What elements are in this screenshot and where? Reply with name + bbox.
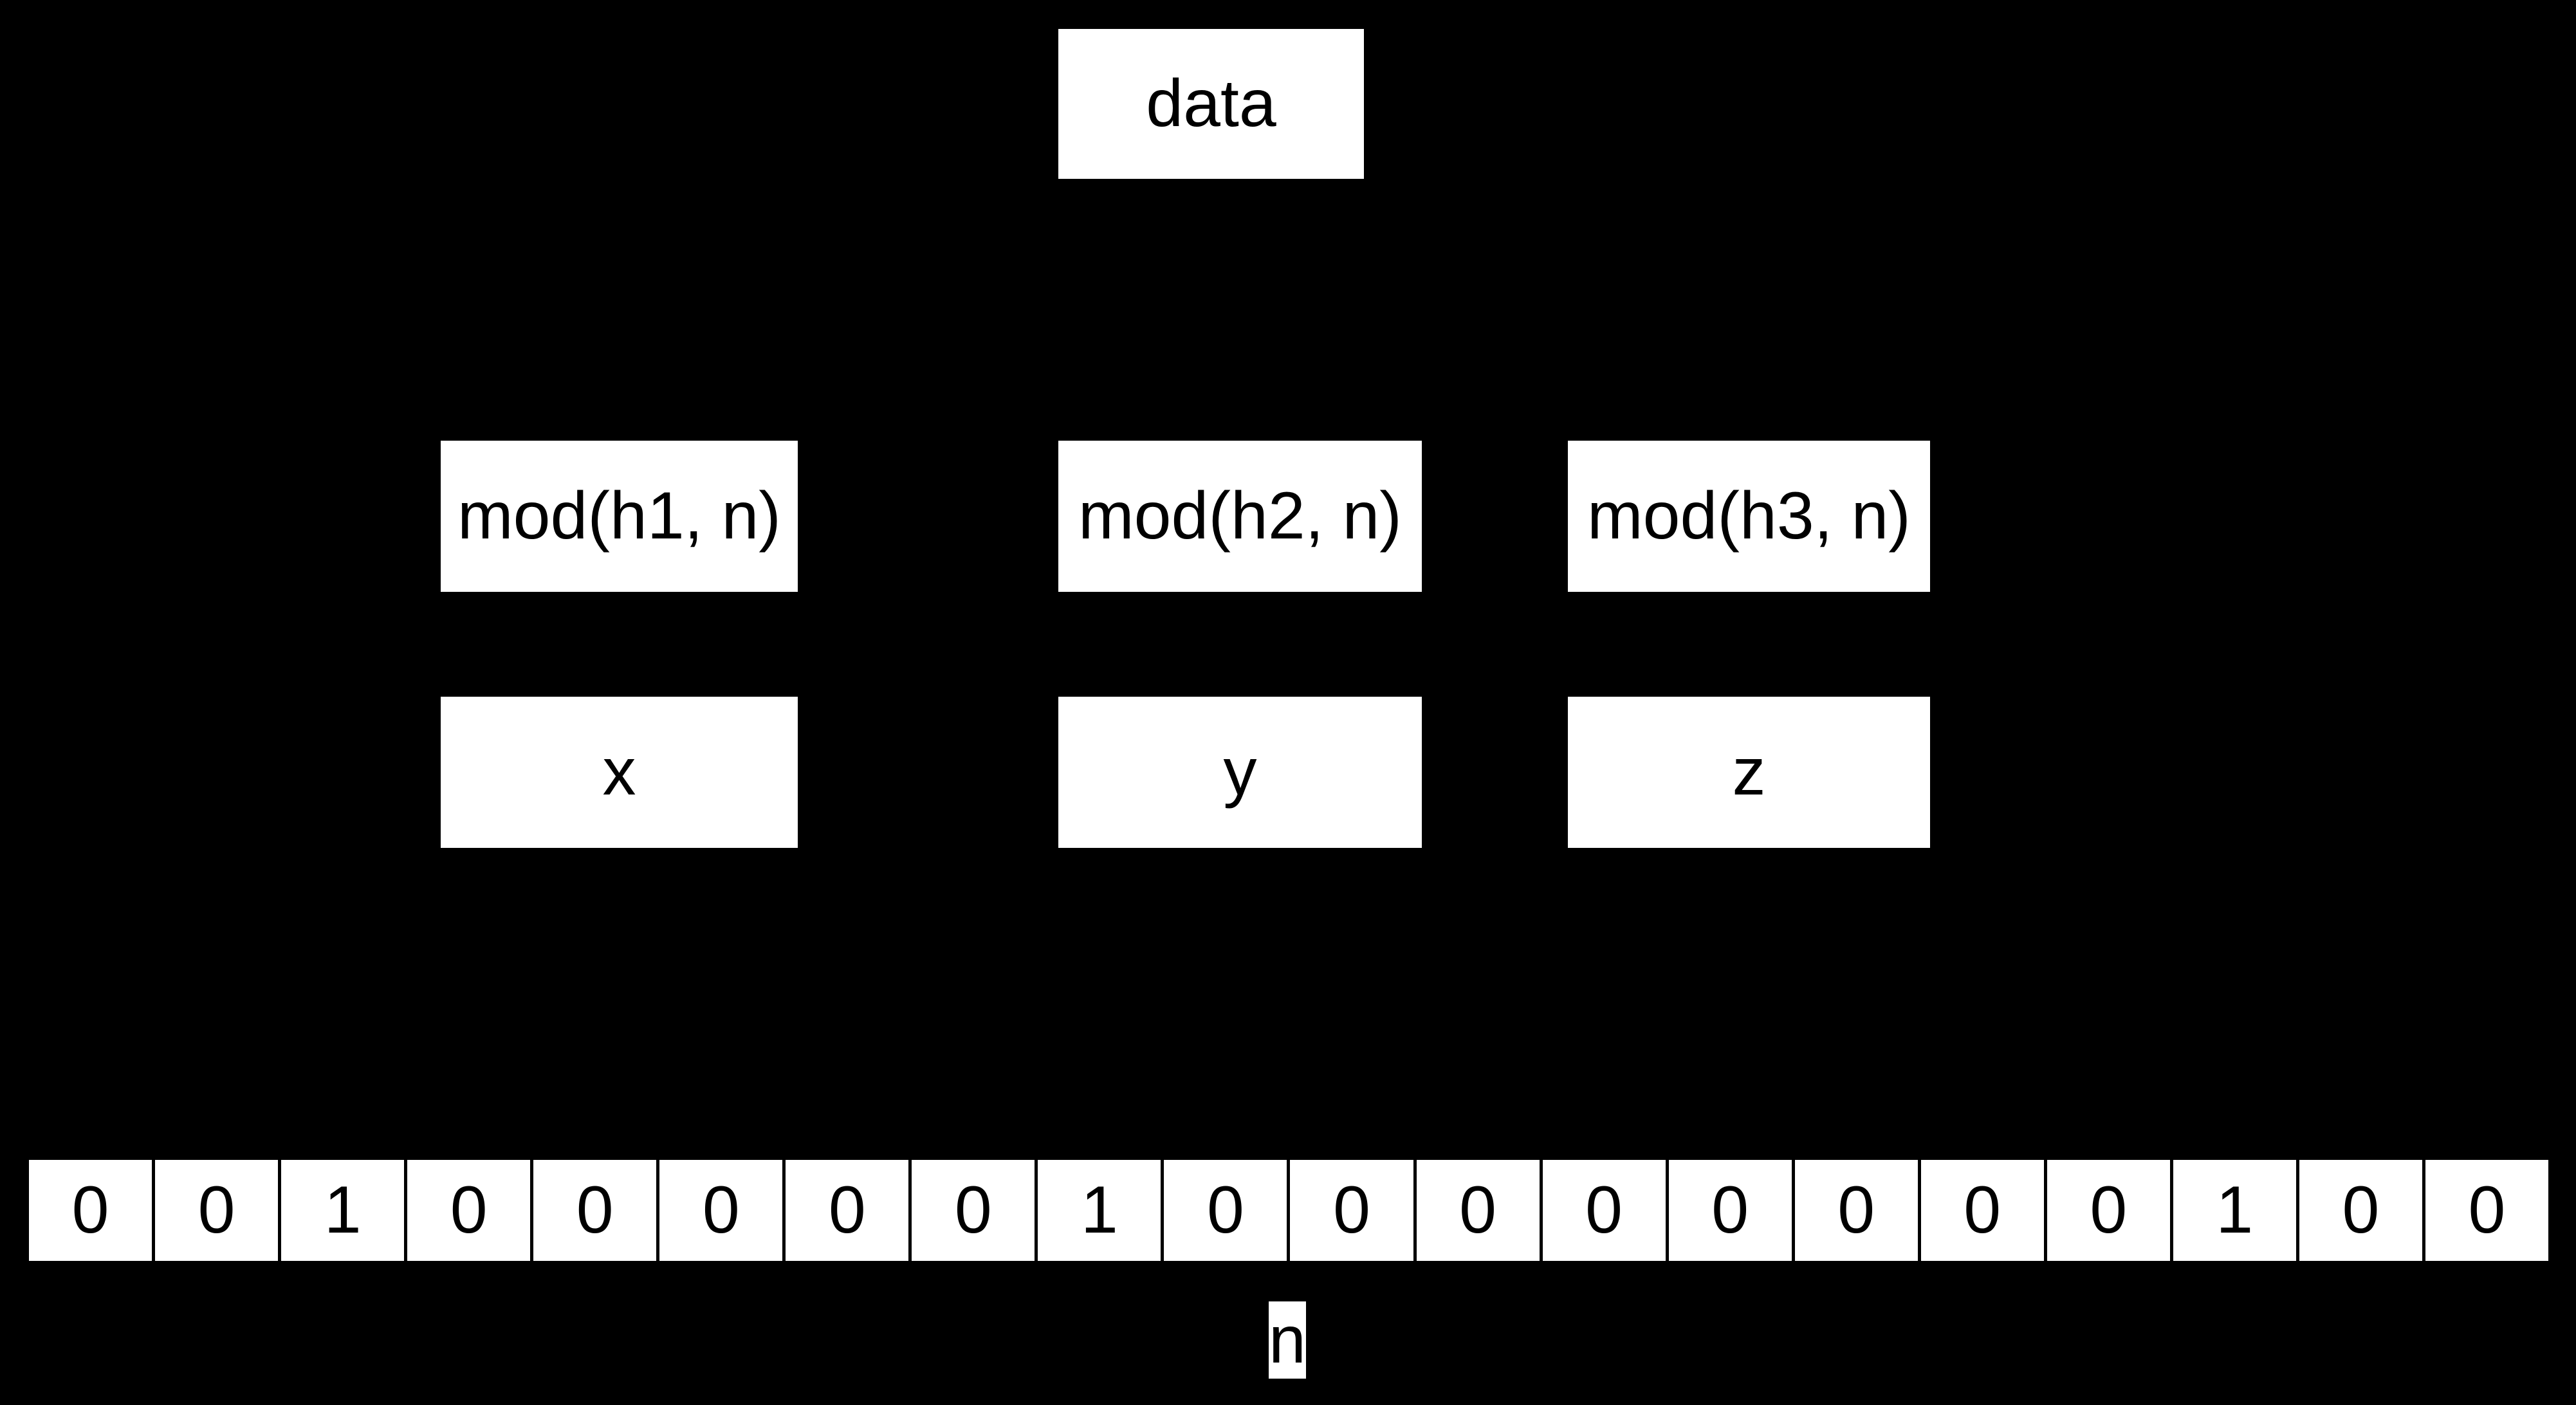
node-y: y: [1058, 697, 1422, 848]
node-mod-h3: mod(h3, n): [1568, 441, 1930, 592]
bit-cell: 1: [1038, 1160, 1161, 1261]
bit-cell: 1: [2173, 1160, 2296, 1261]
node-z: z: [1568, 697, 1930, 848]
node-mod-h2: mod(h2, n): [1058, 441, 1422, 592]
node-x: x: [441, 697, 798, 848]
bit-cell: 1: [281, 1160, 405, 1261]
bit-cell: 0: [659, 1160, 783, 1261]
bit-cell: 0: [1668, 1160, 1792, 1261]
bit-cell: 0: [2047, 1160, 2170, 1261]
bit-cell: 0: [29, 1160, 152, 1261]
bit-cell: 0: [533, 1160, 657, 1261]
bit-cell: 0: [1416, 1160, 1540, 1261]
node-data: data: [1058, 29, 1364, 179]
bit-cell: 0: [407, 1160, 531, 1261]
bit-cell: 0: [155, 1160, 279, 1261]
array-size-label: n: [1269, 1301, 1306, 1379]
bit-cell: 0: [1794, 1160, 1918, 1261]
bit-cell: 0: [786, 1160, 909, 1261]
bit-cell: 0: [1542, 1160, 1666, 1261]
bit-cell: 0: [2425, 1160, 2548, 1261]
bit-array: 0 0 1 0 0 0 0 0 1 0 0 0 0 0 0 0 0 1 0 0: [29, 1160, 2548, 1261]
bit-cell: 0: [1164, 1160, 1287, 1261]
node-mod-h1: mod(h1, n): [441, 441, 798, 592]
bit-cell: 0: [1920, 1160, 2044, 1261]
bit-cell: 0: [1290, 1160, 1413, 1261]
bit-cell: 0: [912, 1160, 1035, 1261]
bit-cell: 0: [2299, 1160, 2422, 1261]
